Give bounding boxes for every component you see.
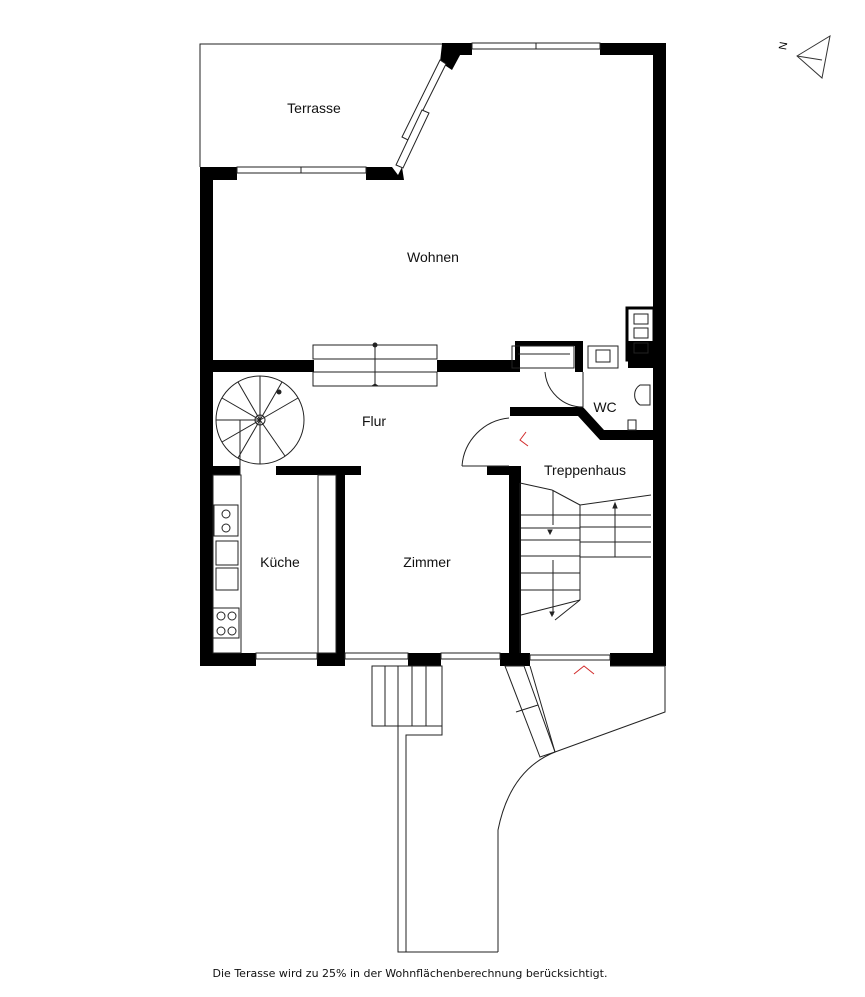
treppenhaus-door	[461, 417, 510, 467]
wall-bottom-4	[500, 653, 530, 666]
shaft-frame	[625, 306, 656, 362]
window-zimmer-right	[440, 652, 501, 660]
room-label-zimmer: Zimmer	[403, 554, 451, 570]
shaft-box-1	[633, 313, 649, 325]
spiral-stair	[215, 375, 305, 475]
wall-treppenhaus-left	[509, 466, 521, 666]
room-label-wohnen: Wohnen	[407, 249, 459, 265]
wall-wc-bottom	[510, 407, 656, 440]
terrace-outline	[199, 43, 447, 167]
compass-label: N	[777, 41, 790, 51]
room-label-wc: WC	[593, 399, 616, 415]
walls	[200, 43, 666, 666]
wc-sink	[587, 345, 619, 369]
wall-wc-left-stub	[515, 341, 520, 372]
wall-diagonal-top	[440, 44, 466, 70]
toilet	[634, 384, 651, 406]
wall-wohnen-flur-left	[200, 360, 314, 372]
entrance-marker-1	[519, 431, 529, 447]
compass: N	[777, 34, 831, 79]
room-label-terrasse: Terrasse	[287, 100, 341, 116]
entrance-door	[504, 665, 556, 758]
kitchen-wall-unit	[317, 474, 337, 654]
wall-kueche-zimmer	[336, 466, 345, 666]
wall-terrace-right	[366, 167, 404, 180]
wc-door	[544, 371, 584, 408]
wall-bottom-3	[408, 653, 441, 666]
wall-terrace-left	[200, 167, 237, 180]
window-diagonal	[401, 59, 447, 141]
window-diagonal-2	[395, 109, 430, 169]
room-label-treppenhaus: Treppenhaus	[544, 462, 626, 478]
window-kueche	[255, 652, 318, 660]
kitchen-hob-top	[213, 504, 239, 537]
wall-flur-bottom-mid	[276, 466, 361, 475]
wall-wohnen-flur-right	[437, 360, 519, 372]
wall-top-right	[600, 43, 666, 55]
wall-bottom-right	[610, 653, 666, 666]
windows	[236, 42, 611, 661]
wall-right	[653, 43, 666, 666]
footnote: Die Terasse wird zu 25% in der Wohnfläch…	[212, 967, 608, 980]
wall-wc-top	[515, 341, 575, 346]
wall-wc-door-post	[575, 341, 583, 372]
wall-bottom-2	[317, 653, 345, 666]
entry-steps	[371, 665, 443, 727]
kitchen-sink	[215, 540, 239, 566]
kitchen-counter	[212, 474, 242, 654]
wall-wc-right-stub	[628, 341, 656, 368]
wall-flur-bottom-left	[200, 466, 240, 475]
straight-stair	[519, 482, 652, 653]
room-label-flur: Flur	[362, 413, 386, 429]
wall-treppenhaus-stub	[487, 466, 521, 475]
window-treppenhaus	[529, 654, 611, 661]
garden-path	[397, 725, 443, 953]
entrance-marker-2	[573, 665, 595, 675]
kitchen-hob	[212, 607, 240, 639]
wall-left	[200, 167, 213, 666]
room-label-kueche: Küche	[260, 554, 300, 570]
wall-bottom-left	[200, 653, 256, 666]
window-zimmer-left	[344, 652, 409, 660]
